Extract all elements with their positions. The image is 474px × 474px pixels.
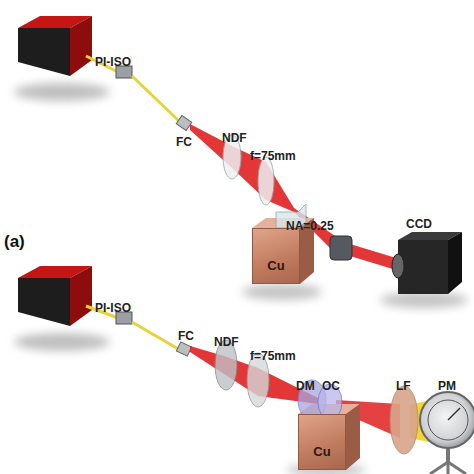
meter-needle (448, 408, 460, 420)
shadow (14, 83, 110, 101)
component-label: OC (322, 380, 340, 392)
material-label: Cu (267, 258, 284, 283)
tripod-leg (430, 462, 448, 474)
material-label: Cu (313, 444, 330, 469)
fiber (132, 322, 180, 350)
camera-lens (392, 254, 404, 278)
component-label: PI-ISO (95, 56, 131, 68)
component-label: PM (438, 380, 456, 392)
component-label: NA=0.25 (286, 220, 334, 232)
tripod-leg (447, 462, 450, 474)
shadow (380, 292, 468, 308)
objective (330, 236, 352, 260)
laser-front (18, 28, 70, 76)
component-label: FC (176, 136, 192, 148)
tripod-leg (448, 462, 466, 474)
laser-side (70, 266, 92, 326)
long-pass-filter (390, 386, 418, 454)
component-label: f=75mm (250, 150, 296, 162)
laser-side (70, 16, 92, 76)
copper-block: Cu (252, 228, 300, 284)
camera-side (448, 232, 462, 294)
component-label: DM (296, 380, 315, 392)
shadow (14, 333, 110, 351)
component-label: CCD (406, 218, 432, 230)
power-meter (420, 392, 474, 448)
panel-label: (a) (4, 233, 25, 250)
component-label: f=75mm (250, 350, 296, 362)
laser-front (18, 278, 70, 326)
copper-block: Cu (298, 414, 346, 470)
component-label: PI-ISO (95, 302, 131, 314)
shadow (242, 284, 322, 300)
component-label: LF (396, 380, 411, 392)
component-label: NDF (222, 132, 247, 144)
ccd-camera (398, 240, 448, 294)
laser-beam (350, 244, 396, 270)
focusing-lens (258, 157, 274, 205)
fiber-collimator (176, 342, 191, 356)
meter-scale (428, 400, 468, 440)
copper-side (346, 404, 360, 470)
component-label: NDF (214, 336, 239, 348)
fiber-collimator (176, 115, 192, 130)
component-label: FC (178, 330, 194, 342)
fiber (132, 76, 180, 122)
